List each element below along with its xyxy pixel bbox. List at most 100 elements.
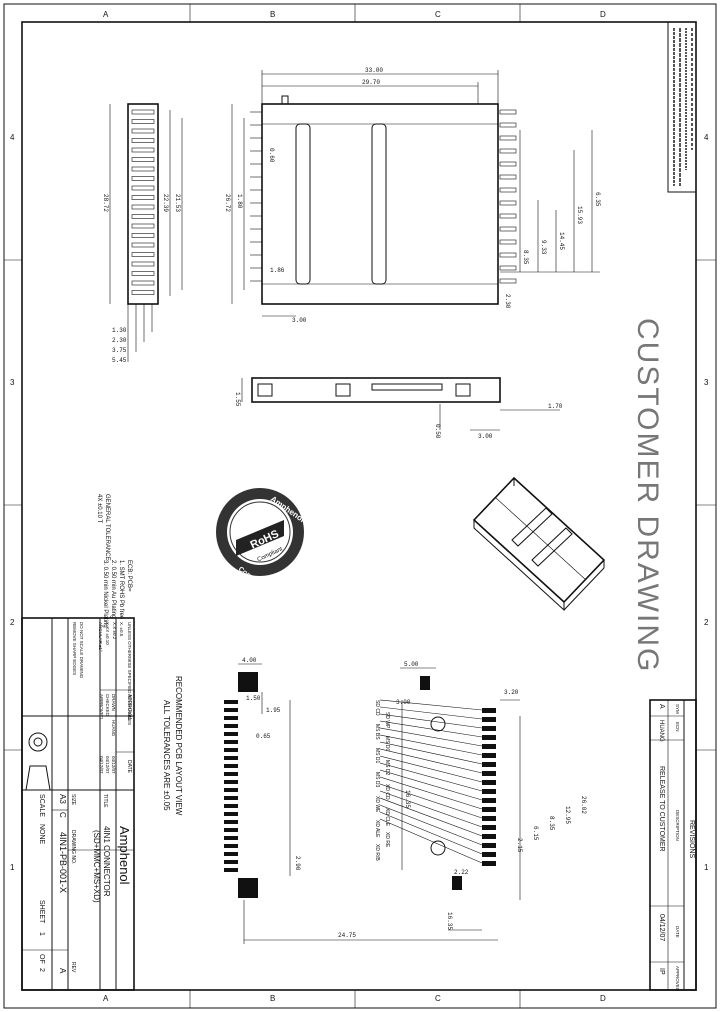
approval-date-header: DATE [126, 760, 132, 774]
size-value: A3 [58, 794, 67, 804]
dim: 1.30 [112, 327, 127, 334]
dim: 6.15 [532, 826, 539, 841]
rev-desc: RELEASE TO CUSTOMER [658, 766, 665, 852]
dim: 5.45 [112, 357, 127, 364]
notes: GENERAL TOLERANCE 4X ±0.10 T ECB: PCB= 1… [96, 494, 132, 628]
end-pin [131, 147, 155, 153]
footprint-pad [224, 820, 238, 824]
dim-width-inner: 29.70 [362, 79, 380, 86]
dim: 2.15 [516, 838, 523, 853]
dim: 8.35 [522, 250, 529, 265]
end-pin [131, 119, 155, 124]
layout-leader [379, 797, 483, 837]
pin-label: MS D0 [384, 736, 390, 752]
card-slot-left [295, 123, 311, 285]
dim: 2.30 [504, 294, 511, 309]
note-line: 3. 0.50 min Nickel Plating [102, 560, 108, 628]
of-value: 2 [38, 968, 45, 972]
end-pin [131, 233, 155, 238]
dim: 3.00 [478, 433, 493, 440]
tolerance-header: UNLESS OTHERWISE SPECIFIED TOLERANCES [127, 622, 132, 725]
footprint-pads [224, 700, 238, 872]
dim: 2.90 [294, 856, 301, 871]
end-pin [131, 223, 155, 229]
layout-pad [482, 798, 496, 803]
layout-pad [482, 735, 496, 740]
layout-leader [379, 804, 483, 846]
company-name: Amphenol [117, 826, 132, 885]
dim: 3.75 [112, 347, 127, 354]
contact-pin [499, 122, 517, 128]
end-pin [131, 109, 155, 115]
zone-letter: D [600, 994, 606, 1003]
dim: 3.00 [396, 699, 411, 706]
approval-date: 04/12/07 [105, 756, 110, 774]
end-pin [131, 242, 155, 248]
scale-value: NONE [38, 824, 45, 845]
footprint-pad [224, 804, 238, 808]
layout-leader [379, 741, 483, 765]
layout-pad [482, 861, 496, 866]
footprint-pad [224, 748, 238, 752]
footprint-pad [224, 860, 238, 864]
pin-label: MS D1 [374, 748, 380, 764]
zone-number: 3 [704, 378, 709, 387]
dim: 0.60 [268, 148, 275, 163]
dim: 24.75 [338, 932, 356, 939]
dim: 21.53 [174, 194, 181, 212]
approval-name: HUANG [111, 720, 116, 737]
layout-pad [482, 744, 496, 749]
zone-number: 2 [10, 618, 15, 627]
rev-col: SYM [675, 704, 680, 714]
layout-leader [379, 783, 483, 819]
dim: 26.02 [580, 796, 587, 814]
zone-letter: D [600, 10, 606, 19]
footprint-pad [224, 756, 238, 760]
zone-letter: A [103, 10, 109, 19]
layout-pad [482, 780, 496, 785]
contact-pin [499, 252, 517, 258]
layout-pad [482, 816, 496, 821]
layout-leader [379, 818, 483, 864]
scale-label: SCALE [38, 794, 45, 817]
pin-label: SD WP [384, 712, 390, 729]
end-pin [131, 214, 155, 219]
contact-pin [499, 174, 517, 180]
contact-pin [499, 148, 517, 154]
rev-value: A [58, 968, 67, 974]
footprint-pad [224, 796, 238, 800]
drawing-no-label: DRAWING NO. [70, 830, 76, 864]
footprint-pad [224, 868, 238, 872]
layout-pad [482, 807, 496, 812]
layout-pad [482, 834, 496, 839]
rev-col: APPROVED [675, 966, 680, 992]
rohs-badge [216, 488, 304, 576]
pcb-footprint-connector [224, 663, 498, 944]
zone-number: 4 [704, 133, 709, 142]
layout-pad [482, 726, 496, 731]
title-block [21, 617, 135, 991]
title-line-2: (SD+MMC+MS+XD) [92, 830, 101, 903]
zone-letter: C [435, 10, 441, 19]
side-view [241, 377, 560, 431]
approval-date: 04/12/07 [99, 756, 104, 774]
approval-date: 04/12/07 [111, 756, 116, 774]
material-line: 4X ±0.10 T [96, 494, 102, 524]
code-value: C [58, 812, 67, 818]
layout-leader [379, 727, 483, 747]
end-view-pins [131, 109, 155, 295]
dim: 1.86 [270, 267, 285, 274]
card-slot-right [371, 123, 387, 285]
footprint-pad [224, 732, 238, 736]
layout-leader [379, 811, 483, 855]
zone-letter: C [435, 994, 441, 1003]
zone-number: 1 [704, 863, 709, 872]
layout-pad [482, 771, 496, 776]
dim: 1.50 [246, 695, 261, 702]
dim: 16.35 [446, 912, 453, 930]
drawing-frame [21, 21, 697, 991]
layout-leader [379, 706, 483, 720]
layout-pad [482, 753, 496, 758]
dim: 15.93 [576, 206, 583, 224]
pin-label: SD CD [374, 700, 380, 716]
